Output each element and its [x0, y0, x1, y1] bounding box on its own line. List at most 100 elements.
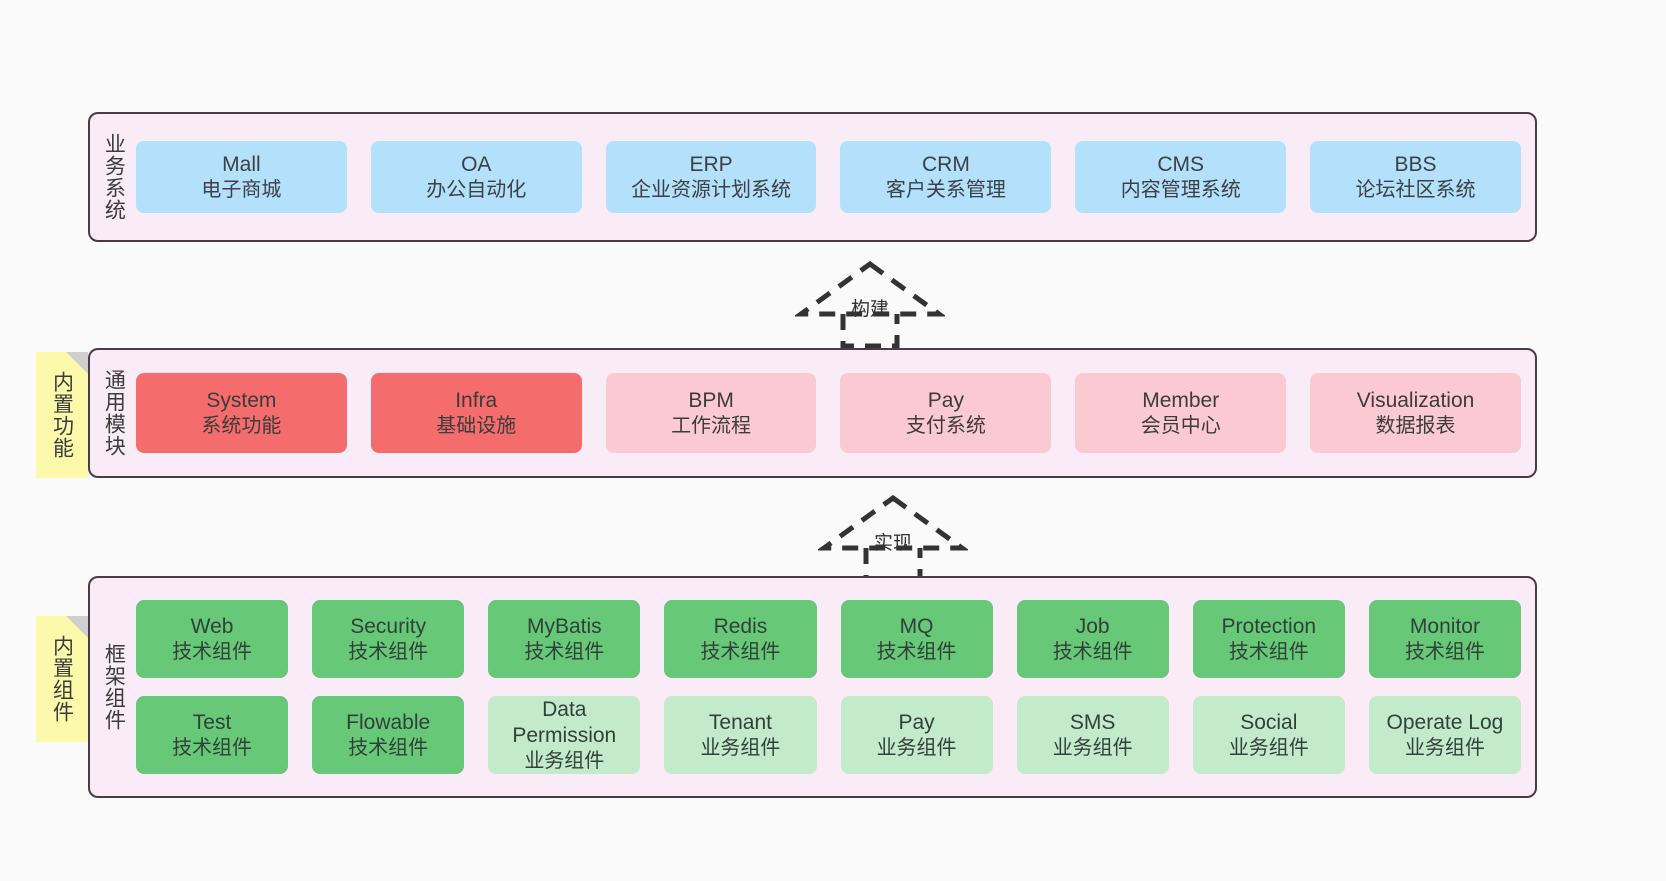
card-title: Pay [927, 388, 964, 412]
card-subtitle: 技术组件 [524, 640, 605, 663]
card-oa[interactable]: OA 办公自动化 [370, 141, 582, 213]
card-title: CMS [1157, 152, 1205, 176]
note-fold-icon [66, 352, 88, 374]
card-pay-business[interactable]: Pay 业务组件 [840, 696, 993, 774]
layer-body-common-modules: System 系统功能 Infra 基础设施 BPM 工作流程 Pay 支付系统… [136, 350, 1535, 476]
card-title: Mall [222, 152, 261, 176]
card-subtitle: 业务组件 [524, 749, 605, 772]
card-system[interactable]: System 系统功能 [136, 373, 347, 453]
card-security[interactable]: Security 技术组件 [312, 600, 465, 678]
card-subtitle: 技术组件 [348, 736, 429, 759]
card-tenant[interactable]: Tenant 业务组件 [664, 696, 817, 774]
card-mq[interactable]: MQ 技术组件 [840, 600, 993, 678]
note-fold-icon [66, 616, 88, 638]
arrow-label-implement: 实现 [873, 533, 912, 554]
card-subtitle: 支付系统 [905, 414, 986, 437]
card-subtitle: 技术组件 [1228, 640, 1309, 663]
card-title: OA [461, 152, 492, 176]
card-subtitle: 论坛社区系统 [1355, 178, 1476, 201]
card-subtitle: 技术组件 [876, 640, 957, 663]
card-monitor[interactable]: Monitor 技术组件 [1368, 600, 1521, 678]
layer-common-modules: 通用模块 System 系统功能 Infra 基础设施 BPM 工作流程 Pay… [88, 348, 1537, 478]
card-title: Flowable [346, 710, 431, 734]
card-subtitle: 系统功能 [201, 414, 282, 437]
card-subtitle: 业务组件 [1404, 736, 1485, 759]
card-title: Data Permission [512, 697, 617, 747]
card-subtitle: 业务组件 [1228, 736, 1309, 759]
card-title: Infra [455, 388, 498, 412]
layer-business-systems: 业务系统 Mall 电子商城 OA 办公自动化 ERP 企业资源计划系统 CRM… [88, 112, 1537, 242]
card-subtitle: 办公自动化 [426, 178, 527, 201]
card-subtitle: 客户关系管理 [885, 178, 1006, 201]
card-subtitle: 业务组件 [876, 736, 957, 759]
layer-title-business-systems: 业务系统 [102, 133, 126, 221]
layer-title-common-modules: 通用模块 [102, 369, 126, 457]
card-subtitle: 业务组件 [1052, 736, 1133, 759]
card-mall[interactable]: Mall 电子商城 [136, 141, 347, 213]
layer-framework-components: 框架组件 Web 技术组件 Security 技术组件 MyBatis 技术组件… [88, 576, 1537, 798]
card-subtitle: 内容管理系统 [1120, 178, 1241, 201]
card-title: Tenant [708, 710, 772, 734]
card-operate-log[interactable]: Operate Log 业务组件 [1368, 696, 1521, 774]
card-job[interactable]: Job 技术组件 [1016, 600, 1169, 678]
card-member[interactable]: Member 会员中心 [1075, 373, 1287, 453]
card-erp[interactable]: ERP 企业资源计划系统 [605, 141, 817, 213]
card-bbs[interactable]: BBS 论坛社区系统 [1310, 141, 1521, 213]
card-redis[interactable]: Redis 技术组件 [664, 600, 817, 678]
card-data-permission[interactable]: Data Permission 业务组件 [488, 696, 641, 774]
card-social[interactable]: Social 业务组件 [1192, 696, 1345, 774]
card-bpm[interactable]: BPM 工作流程 [605, 373, 817, 453]
note-label: 内置组件 [50, 635, 74, 723]
card-visualization[interactable]: Visualization 数据报表 [1310, 373, 1521, 453]
card-row: Web 技术组件 Security 技术组件 MyBatis 技术组件 Redi… [136, 600, 1521, 678]
card-subtitle: 数据报表 [1375, 414, 1456, 437]
card-subtitle: 技术组件 [1404, 640, 1485, 663]
card-subtitle: 电子商城 [201, 178, 282, 201]
card-mybatis[interactable]: MyBatis 技术组件 [488, 600, 641, 678]
layer-body-business-systems: Mall 电子商城 OA 办公自动化 ERP 企业资源计划系统 CRM 客户关系… [136, 114, 1535, 240]
note-builtin-features: 内置功能 [36, 352, 88, 478]
arrow-label-build: 构建 [850, 299, 889, 320]
layer-title-framework-components: 框架组件 [102, 643, 126, 731]
card-row: Mall 电子商城 OA 办公自动化 ERP 企业资源计划系统 CRM 客户关系… [136, 141, 1521, 213]
card-title: MQ [899, 614, 934, 638]
card-row: Test 技术组件 Flowable 技术组件 Data Permission … [136, 696, 1521, 774]
card-sms[interactable]: SMS 业务组件 [1016, 696, 1169, 774]
card-subtitle: 企业资源计划系统 [631, 178, 792, 201]
card-crm[interactable]: CRM 客户关系管理 [840, 141, 1052, 213]
card-title: BPM [688, 388, 734, 412]
card-cms[interactable]: CMS 内容管理系统 [1075, 141, 1287, 213]
card-test[interactable]: Test 技术组件 [136, 696, 289, 774]
card-title: ERP [689, 152, 733, 176]
note-label: 内置功能 [50, 371, 74, 459]
card-title: Monitor [1409, 614, 1480, 638]
card-subtitle: 基础设施 [436, 414, 517, 437]
card-protection[interactable]: Protection 技术组件 [1192, 600, 1345, 678]
card-title: Test [192, 710, 232, 734]
card-web[interactable]: Web 技术组件 [136, 600, 289, 678]
card-subtitle: 工作流程 [671, 414, 752, 437]
card-subtitle: 技术组件 [700, 640, 781, 663]
card-subtitle: 技术组件 [172, 640, 253, 663]
card-title: Pay [898, 710, 935, 734]
layer-body-framework-components: Web 技术组件 Security 技术组件 MyBatis 技术组件 Redi… [136, 578, 1535, 796]
card-title: Protection [1221, 614, 1317, 638]
card-flowable[interactable]: Flowable 技术组件 [312, 696, 465, 774]
card-subtitle: 技术组件 [348, 640, 429, 663]
card-title: BBS [1394, 152, 1437, 176]
card-title: System [206, 388, 277, 412]
card-row: System 系统功能 Infra 基础设施 BPM 工作流程 Pay 支付系统… [136, 373, 1521, 453]
card-title: Social [1240, 710, 1298, 734]
card-pay[interactable]: Pay 支付系统 [840, 373, 1052, 453]
generalization-arrow-build: 构建 [795, 258, 945, 350]
note-builtin-components: 内置组件 [36, 616, 88, 742]
card-infra[interactable]: Infra 基础设施 [370, 373, 582, 453]
card-title: MyBatis [526, 614, 602, 638]
card-subtitle: 业务组件 [700, 736, 781, 759]
card-subtitle: 会员中心 [1140, 414, 1221, 437]
card-title: Visualization [1356, 388, 1475, 412]
card-title: CRM [921, 152, 970, 176]
card-title: Web [190, 614, 234, 638]
card-title: SMS [1069, 710, 1116, 734]
card-title: Operate Log [1386, 710, 1504, 734]
